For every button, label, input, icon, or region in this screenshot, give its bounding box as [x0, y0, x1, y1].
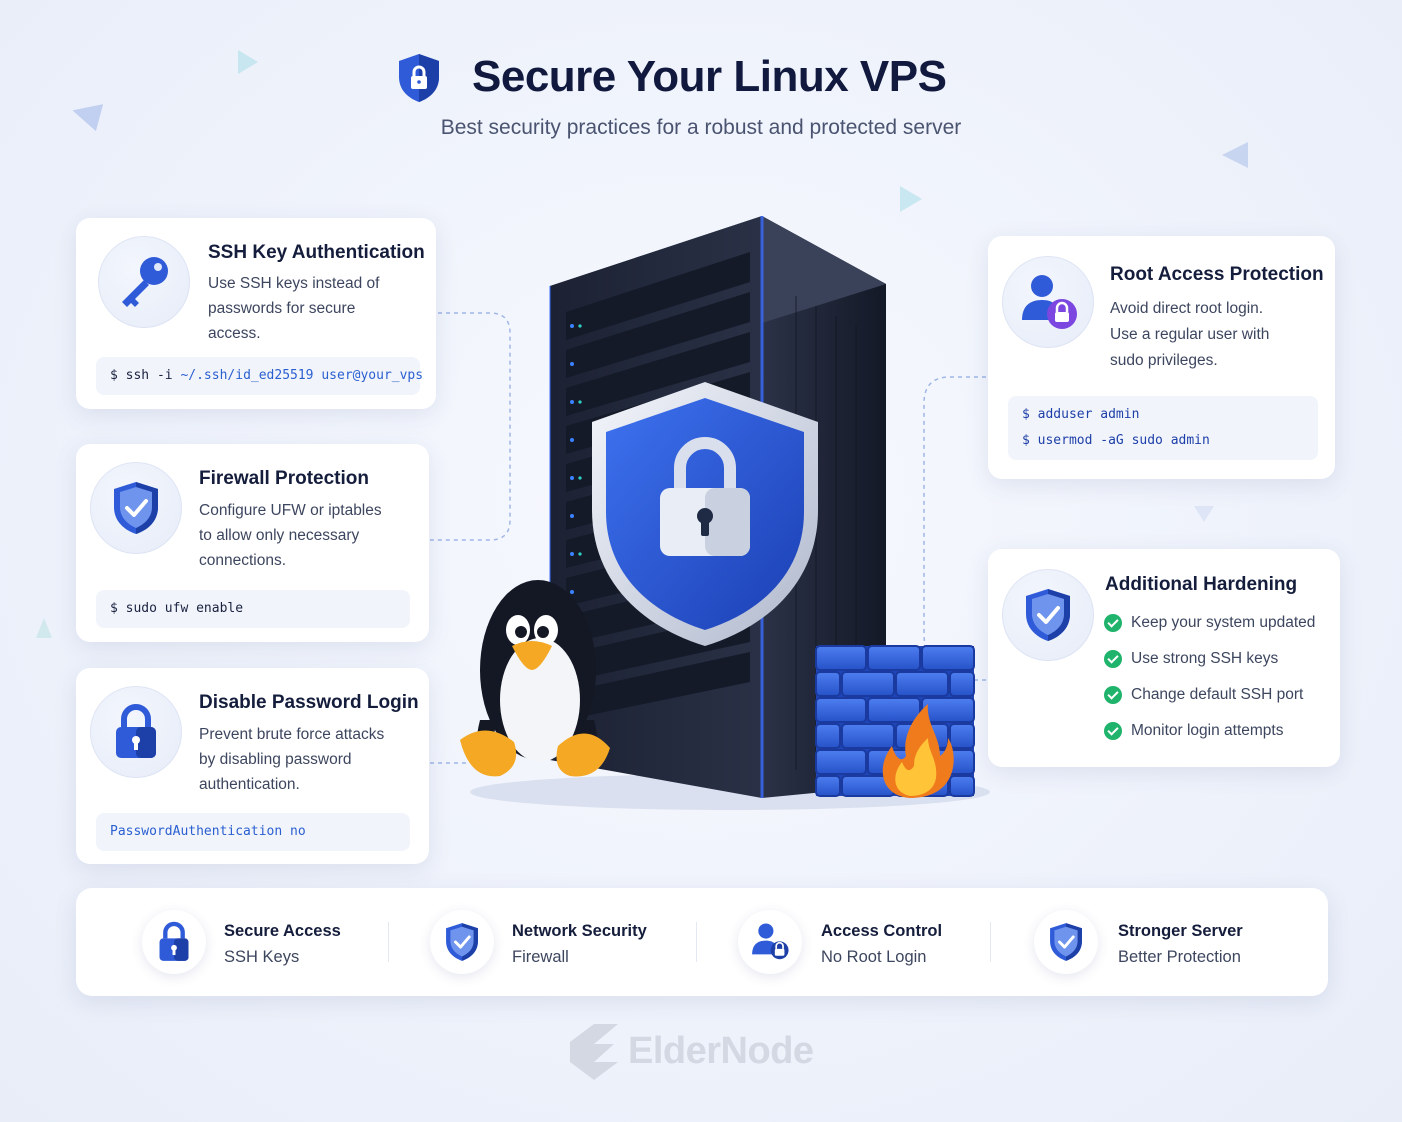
- root-command-snippet[interactable]: $ adduser admin $ usermod -aG sudo admin: [1008, 396, 1318, 460]
- decor-triangle: [1222, 142, 1248, 168]
- lock-icon: [116, 704, 156, 758]
- summary-item-secure-access: Secure Access SSH Keys: [142, 888, 442, 996]
- key-icon: [122, 257, 168, 307]
- card-title: Additional Hardening: [1105, 574, 1298, 595]
- server-illustration: [460, 216, 990, 810]
- check-icon: [1104, 614, 1122, 632]
- card-description: Prevent brute force attacks by disabling…: [199, 726, 385, 793]
- firewall-bricks-graphic: [815, 645, 975, 798]
- card-additional-hardening: Additional Hardening Keep your system up…: [988, 549, 1340, 767]
- check-icon: [1104, 686, 1122, 704]
- summary-icon: [430, 910, 494, 974]
- card-description: Configure UFW or iptables to allow only …: [199, 502, 382, 569]
- card-description: Avoid direct root login. Use a regular u…: [1110, 300, 1270, 369]
- icon-disc: [1002, 569, 1094, 661]
- summary-icon: [142, 910, 206, 974]
- card-firewall-protection: Firewall Protection Configure UFW or ipt…: [76, 444, 429, 642]
- penguin-graphic: [460, 580, 610, 777]
- lock-icon: [159, 921, 189, 961]
- shield-check-icon: [446, 923, 478, 961]
- ssh-command-snippet[interactable]: $ ssh -i ~/.ssh/id_ed25519 user@your_vps: [96, 357, 423, 395]
- decor-triangle: [900, 186, 922, 212]
- decor-triangle: [36, 618, 52, 638]
- card-disable-password-login: Disable Password Login Prevent brute for…: [76, 668, 429, 864]
- icon-disc: [98, 236, 190, 328]
- page-title: Secure Your Linux VPS: [472, 52, 947, 101]
- hardening-item: Change default SSH port: [1104, 683, 1303, 707]
- page-subtitle: Best security practices for a robust and…: [440, 116, 962, 139]
- summary-icon: [738, 910, 802, 974]
- divider: [388, 922, 389, 962]
- card-ssh-key-auth: SSH Key Authentication Use SSH keys inst…: [76, 218, 436, 409]
- summary-bar: Secure Access SSH Keys Network Security …: [76, 888, 1328, 996]
- icon-disc: [90, 686, 182, 778]
- brand-watermark: ElderNode: [628, 1030, 814, 1072]
- summary-item-stronger-server: Stronger Server Better Protection: [1034, 888, 1324, 996]
- header-shield-icon: [396, 52, 442, 109]
- icon-disc: [1002, 256, 1094, 348]
- user-lock-icon: [1022, 275, 1077, 329]
- summary-item-access-control: Access Control No Root Login: [738, 888, 1038, 996]
- card-root-access-protection: Root Access Protection Avoid direct root…: [988, 236, 1335, 479]
- shield-check-icon: [1026, 589, 1070, 641]
- summary-item-network-security: Network Security Firewall: [430, 888, 730, 996]
- card-title: Firewall Protection: [199, 468, 369, 489]
- card-title: Disable Password Login: [199, 692, 419, 713]
- hardening-item: Keep your system updated: [1104, 611, 1315, 635]
- hardening-item: Monitor login attempts: [1104, 719, 1284, 743]
- card-title: SSH Key Authentication: [208, 242, 425, 263]
- check-icon: [1104, 722, 1122, 740]
- decor-triangle: [1194, 506, 1214, 522]
- check-icon: [1104, 650, 1122, 668]
- shield-check-icon: [1050, 923, 1082, 961]
- divider: [696, 922, 697, 962]
- icon-disc: [90, 462, 182, 554]
- divider: [990, 922, 991, 962]
- firewall-command-snippet[interactable]: $ sudo ufw enable: [96, 590, 410, 628]
- user-lock-icon: [752, 923, 789, 960]
- summary-icon: [1034, 910, 1098, 974]
- decor-triangle: [238, 50, 258, 74]
- brand-logo-icon: [570, 1024, 618, 1080]
- password-config-snippet[interactable]: PasswordAuthentication no: [96, 813, 410, 851]
- card-description: Use SSH keys instead of passwords for se…: [208, 275, 380, 342]
- card-title: Root Access Protection: [1110, 264, 1324, 285]
- hardening-item: Use strong SSH keys: [1104, 647, 1278, 671]
- shield-check-icon: [114, 482, 158, 534]
- shield-lock-graphic: [592, 382, 818, 646]
